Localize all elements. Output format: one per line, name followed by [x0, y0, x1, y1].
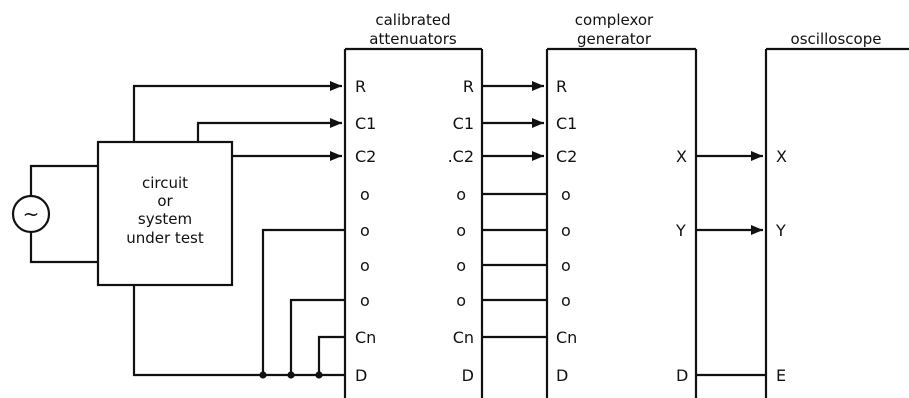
complexor-output-D: D [676, 366, 688, 385]
complexor-input-o: o [561, 185, 571, 204]
circuit-under-test-box [96, 140, 234, 287]
attenuator-input-o: o [360, 185, 370, 204]
wire-tap-row5 [261, 228, 345, 375]
attenuator-output-R: R [463, 77, 474, 96]
wire-tap-Cn [317, 335, 345, 375]
attenuator-input-D: D [355, 366, 367, 385]
complexor-input-o: o [561, 221, 571, 240]
attenuator-output-C2: .C2 [448, 147, 474, 166]
circuit-label-line3: system [138, 210, 192, 228]
attenuator-input-C2: C2 [355, 147, 376, 166]
attenuator-input-o: o [360, 256, 370, 275]
wire-to-attenuator-C1 [196, 118, 342, 142]
attenuators-title-line1: calibrated [375, 11, 450, 29]
source-lower-wire [29, 232, 98, 264]
sine-wave-icon: ~ [23, 202, 40, 226]
wire-to-attenuator-R [132, 81, 342, 142]
junction-dot [287, 371, 295, 379]
circuit-label-line2: or [157, 192, 173, 210]
complexor-input-Cn: Cn [556, 328, 577, 347]
source-upper-wire [29, 164, 98, 196]
complexor-input-D: D [556, 366, 568, 385]
complexor-output-X: X [676, 147, 687, 166]
junction-dot [315, 371, 323, 379]
attenuator-output-o: o [456, 221, 466, 240]
attenuator-input-Cn: Cn [355, 328, 376, 347]
complexor-title-line1: complexor [575, 11, 654, 29]
circuit-label-line1: circuit [142, 174, 188, 192]
attenuator-output-o: o [456, 256, 466, 275]
attenuator-input-o: o [360, 291, 370, 310]
attenuator-output-o: o [456, 291, 466, 310]
attenuator-input-o: o [360, 221, 370, 240]
wire-d-reference [132, 285, 345, 377]
complexor-input-o: o [561, 256, 571, 275]
oscilloscope-input-E: E [776, 366, 786, 385]
attenuator-output-Cn: Cn [453, 328, 474, 347]
oscilloscope-input-X: X [776, 147, 787, 166]
complexor-input-C2: C2 [556, 147, 577, 166]
circuit-label-line4: under test [126, 229, 204, 247]
attenuator-output-D: D [462, 366, 474, 385]
attenuator-output-o: o [456, 185, 466, 204]
complexor-title-line2: generator [577, 30, 652, 48]
attenuator-output-C1: C1 [453, 114, 474, 133]
attenuators-title-line2: attenuators [369, 30, 457, 48]
attenuator-input-C1: C1 [355, 114, 376, 133]
attenuator-input-R: R [355, 77, 366, 96]
complexor-input-R: R [556, 77, 567, 96]
junction-dot [259, 371, 267, 379]
complexor-input-C1: C1 [556, 114, 577, 133]
complexor-output-Y: Y [675, 221, 686, 240]
complexor-input-o: o [561, 291, 571, 310]
oscilloscope-title: oscilloscope [791, 30, 882, 48]
wire-tap-row7 [289, 298, 345, 375]
oscilloscope-input-Y: Y [775, 221, 786, 240]
